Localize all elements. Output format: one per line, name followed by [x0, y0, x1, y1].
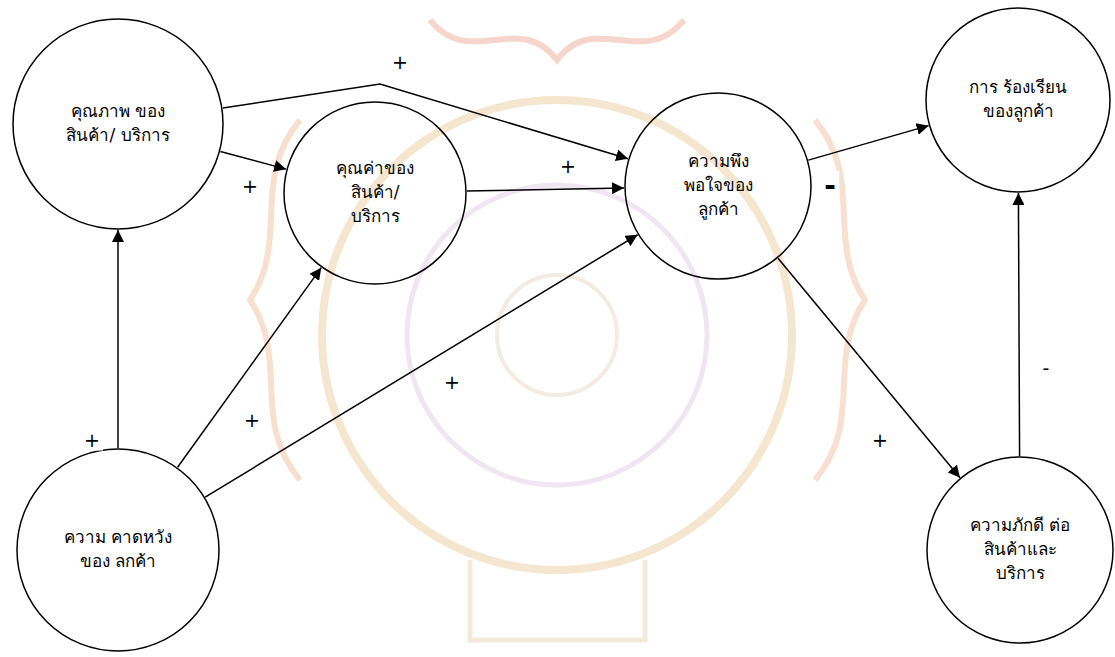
node-text: คุณภาพ ของสินค้า/ บริการ: [62, 100, 174, 148]
node-text: ความภักดี ต่อสินค้าและ บริการ: [963, 514, 1078, 585]
watermark-emblem: [250, 20, 865, 640]
node-label: ความภักดี ต่อสินค้าและ บริการ: [963, 514, 1078, 585]
concept-circle: ความพึง พอใจของ ลูกค้า: [624, 92, 812, 280]
sign-label: +: [557, 156, 579, 177]
sign-label: +: [239, 176, 261, 197]
influence-arrow: [178, 268, 322, 468]
node-text: ความ คาดหวังของ ลกค้า: [62, 526, 174, 574]
circle-outline: [926, 8, 1110, 192]
sign-label: -: [1040, 358, 1053, 379]
node-label: ความ คาดหวังของ ลกค้า: [62, 526, 174, 574]
watermark-flame: [250, 120, 300, 480]
sign-label: +: [441, 372, 463, 393]
sign-label: +: [241, 410, 263, 431]
influence-arrow: [220, 151, 286, 169]
watermark-flame: [815, 120, 865, 480]
circle-outline: [927, 457, 1113, 643]
circle-outline: [284, 102, 466, 284]
influence-arrow: [467, 188, 624, 191]
circle-outline: [625, 93, 811, 279]
watermark-ring: [322, 100, 792, 570]
concept-circle: คุณภาพ ของสินค้า/ บริการ: [12, 18, 224, 230]
sign-label: +: [389, 52, 411, 73]
watermark-ring: [497, 275, 617, 395]
sign-label: -: [821, 171, 839, 202]
sign-label: +: [869, 430, 891, 451]
watermark-ring: [407, 185, 707, 485]
circle-outline: [17, 449, 219, 651]
concept-circle: ความ คาดหวังของ ลกค้า: [16, 448, 220, 652]
watermark-flame: [430, 20, 684, 60]
influence-arrow: [778, 258, 960, 477]
node-label: คุณค่าของ สินค้า/ บริการ: [325, 157, 425, 228]
influence-arrow: [808, 126, 928, 160]
circle-outline: [13, 19, 223, 229]
circle-outline: [16, 448, 220, 652]
node-label: คุณภาพ ของสินค้า/ บริการ: [62, 100, 174, 148]
influence-arrow: [205, 235, 637, 497]
concept-circle: ความภักดี ต่อสินค้าและ บริการ: [926, 456, 1114, 644]
node-text: ความพึง พอใจของ ลูกค้า: [668, 150, 768, 221]
node-text: คุณค่าของ สินค้า/ บริการ: [325, 157, 425, 228]
node-text: การ ร้องเรียน ของลูกค้า: [968, 76, 1068, 124]
circle-outline: [12, 18, 224, 230]
circle-outline: [925, 7, 1111, 193]
influence-arrow: [1018, 193, 1019, 456]
node-label: ความพึง พอใจของ ลูกค้า: [668, 150, 768, 221]
watermark-base: [470, 560, 645, 640]
influence-arrow: [117, 230, 119, 448]
sign-label: +: [81, 430, 103, 451]
node-label: การ ร้องเรียน ของลูกค้า: [968, 76, 1068, 124]
concept-circle: การ ร้องเรียน ของลูกค้า: [925, 7, 1111, 193]
influence-arrow: [223, 84, 628, 159]
concept-circle: คุณค่าของ สินค้า/ บริการ: [283, 101, 467, 285]
